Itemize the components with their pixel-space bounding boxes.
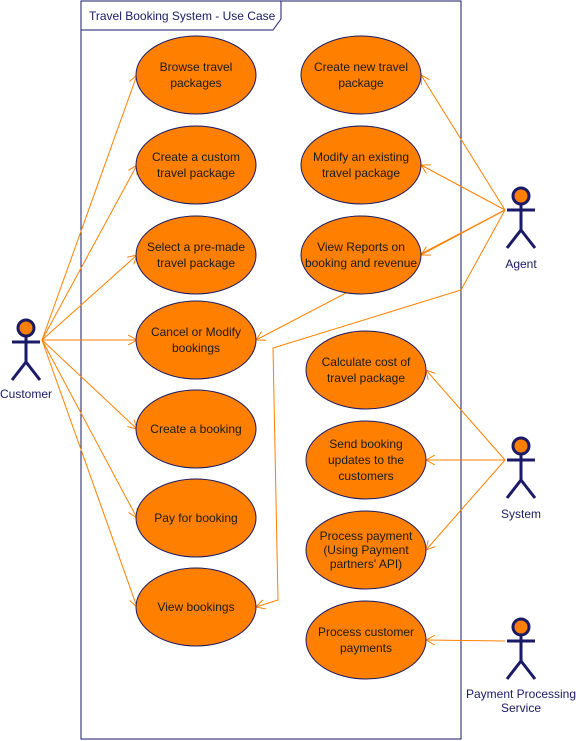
association-customer-browse — [41, 75, 137, 341]
stick-figure-icon — [505, 617, 537, 680]
association-agent-new-pkg — [421, 75, 506, 211]
association-system-calc — [426, 370, 506, 461]
association-system-process-payment — [426, 459, 506, 550]
use-case-ellipse[interactable] — [135, 35, 257, 115]
diagram-title: Travel Booking System - Use Case — [89, 9, 276, 23]
system-boundary: Travel Booking System - Use Case — [80, 0, 462, 740]
association-customer-premade — [41, 255, 137, 341]
use-case-ellipse[interactable] — [300, 125, 422, 205]
use-case-ellipse[interactable] — [305, 420, 427, 500]
actor-label: Customer — [0, 387, 52, 401]
use-case-ellipse[interactable] — [135, 478, 257, 558]
use-case-ellipse[interactable] — [135, 389, 257, 469]
use-case-ellipse[interactable] — [305, 510, 427, 590]
use-case-pay[interactable]: Pay for booking — [135, 478, 257, 558]
association-agent-modify-pkg — [421, 165, 506, 211]
actor-system[interactable]: System — [501, 436, 541, 521]
use-case-ellipse[interactable] — [305, 600, 427, 680]
use-case-ellipse[interactable] — [300, 35, 422, 115]
system-boundary-title-tab — [80, 0, 282, 31]
use-case-ellipse[interactable] — [135, 567, 257, 647]
use-case-create-booking[interactable]: Create a booking — [135, 389, 257, 469]
association-agent-view-bookings — [256, 209, 506, 607]
use-case-label: Create a booking — [150, 422, 241, 436]
use-case-view-bookings[interactable]: View bookings — [135, 567, 257, 647]
use-case-label: View bookings — [157, 600, 234, 614]
association-payment-customer-payments — [426, 640, 506, 641]
use-case-ellipse[interactable] — [135, 300, 257, 380]
actor-label: System — [501, 507, 541, 521]
association-customer-create-booking — [41, 339, 137, 429]
stick-figure-icon — [10, 318, 42, 381]
association-customer-view-bookings — [41, 339, 137, 607]
actor-customer[interactable]: Customer — [0, 318, 52, 401]
use-case-ellipse[interactable] — [135, 125, 257, 205]
association-customer-custom — [41, 165, 137, 341]
use-case-label: Pay for booking — [154, 511, 237, 525]
association-customer-pay — [41, 339, 137, 518]
stick-figure-icon — [505, 436, 537, 499]
actor-agent[interactable]: Agent — [505, 186, 537, 271]
actor-label: Agent — [505, 257, 537, 271]
stick-figure-icon — [505, 186, 537, 249]
use-case-ellipse[interactable] — [135, 215, 257, 295]
use-case-ellipse[interactable] — [305, 330, 427, 410]
use-case-ellipse[interactable] — [300, 215, 422, 295]
associations — [41, 75, 506, 641]
